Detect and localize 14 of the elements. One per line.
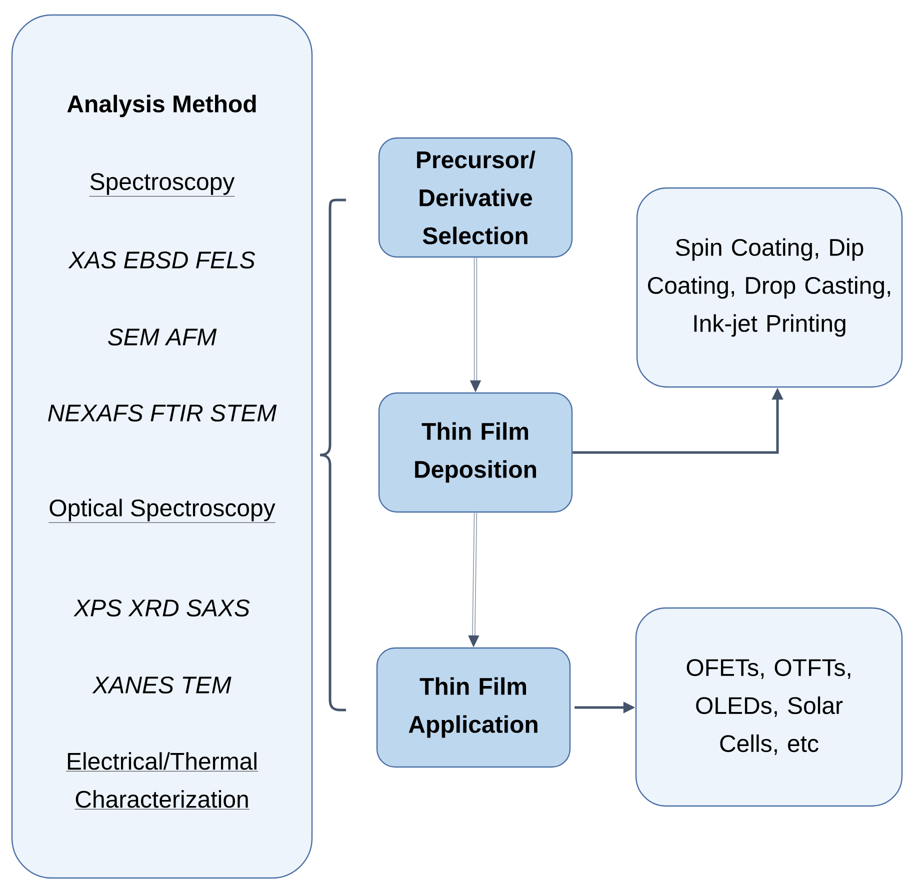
method-list: XPS XRD SAXS <box>74 600 250 616</box>
process-box: Precursor/ Derivative Selection <box>378 137 573 258</box>
method-category: Spectroscopy <box>89 173 235 196</box>
method-list: XANES TEM <box>92 676 232 694</box>
method-list: XAS EBSD FELS <box>68 252 256 268</box>
method-list: NEXAFS FTIR STEM <box>48 404 277 422</box>
method-category: Optical Spectroscopy <box>48 498 276 523</box>
process-box: Thin Film Application <box>376 647 571 768</box>
result-box: Spin Coating, Dip Coating, Drop Casting, Ink-jet Printing <box>636 187 903 388</box>
panel-heading: Analysis Method <box>67 94 256 118</box>
method-list: SEM AFM <box>108 328 217 346</box>
result-box: OFETs, OTFTs, OLEDs, Solar Cells, etc <box>635 607 903 807</box>
method-category: Electrical/Thermal Characterization <box>66 752 258 810</box>
process-box: Thin Film Deposition <box>378 392 573 513</box>
